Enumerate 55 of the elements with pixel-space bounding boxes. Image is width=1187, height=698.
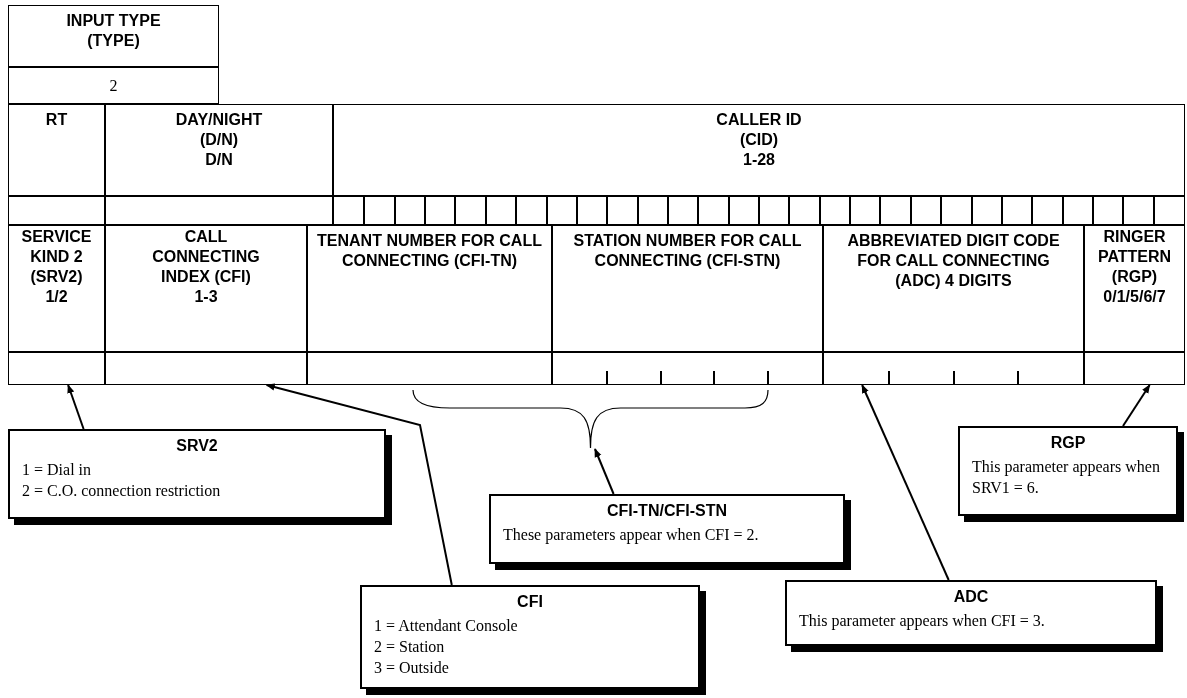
empty-cell (105, 352, 307, 385)
empty-cell (8, 196, 105, 225)
cell-heading: RINGER PATTERN (RGP) (1096, 227, 1173, 287)
header-cell (105, 104, 333, 196)
cell-heading: 1-28 (743, 150, 775, 170)
cell-heading: 0/1/5/6/7 (1103, 287, 1166, 307)
leader-arrow (861, 384, 950, 581)
cell-heading: INPUT TYPE (TYPE) (65, 11, 162, 51)
callout-title: SRV2 (175, 436, 219, 456)
leader-arrow (265, 383, 453, 586)
callout-text: 2 = C.O. connection restriction (22, 481, 222, 501)
header-cell (1084, 225, 1185, 352)
empty-cell (307, 352, 552, 385)
empty-cell (552, 352, 823, 385)
leader-arrow (594, 448, 615, 495)
curly-brace (411, 389, 770, 449)
empty-cell (823, 352, 1084, 385)
cell-heading: 1-3 (194, 287, 218, 307)
cell-heading: ABBREVIATED DIGIT CODE FOR CALL CONNECTING (ADC) 4 DIGITS (846, 231, 1061, 291)
leader-arrow (67, 384, 85, 430)
empty-cell (105, 196, 333, 225)
empty-cell (333, 196, 1185, 225)
cell-heading: SERVICE KIND 2 (SRV2) (20, 227, 93, 287)
callout-title: CFI-TN/CFI-STN (606, 501, 728, 521)
header-cell (8, 225, 105, 352)
header-cell (8, 104, 105, 196)
empty-cell (8, 352, 105, 385)
cell-heading: 1/2 (45, 287, 68, 307)
callout-title: CFI (516, 592, 544, 612)
header-cell (552, 225, 823, 352)
header-cell (8, 5, 219, 67)
empty-cell (1084, 352, 1185, 385)
cell-value: 2 (109, 75, 118, 96)
cell-heading: DAY/NIGHT (D/N) (174, 110, 264, 150)
leader-arrow (1122, 384, 1151, 427)
callout-text: 1 = Dial in (22, 460, 92, 480)
cell-heading: RT (45, 110, 68, 130)
header-cell (823, 225, 1084, 352)
callout-text: This parameter appears when CFI = 3. (799, 611, 1046, 631)
header-cell (333, 104, 1185, 196)
cell-heading: TENANT NUMBER FOR CALL CONNECTING (CFI-TN) (316, 231, 543, 271)
callout-text: 1 = Attendant Console (374, 616, 519, 636)
value-cell (8, 67, 219, 104)
header-cell (307, 225, 552, 352)
header-cell (105, 225, 307, 352)
callout-text: 2 = Station (374, 637, 446, 657)
callout-text: This parameter appears when SRV1 = 6. (972, 457, 1161, 498)
callout-title: RGP (1049, 433, 1087, 453)
callout-text: These parameters appear when CFI = 2. (503, 525, 760, 545)
callout-title: ADC (952, 587, 990, 607)
callout-text: 3 = Outside (374, 658, 450, 678)
cell-heading: D/N (205, 150, 233, 170)
cell-heading: CALLER ID (CID) (715, 110, 803, 150)
cell-heading: CALL CONNECTING INDEX (CFI) (151, 227, 261, 287)
cell-heading: STATION NUMBER FOR CALL CONNECTING (CFI-STN) (572, 231, 803, 271)
